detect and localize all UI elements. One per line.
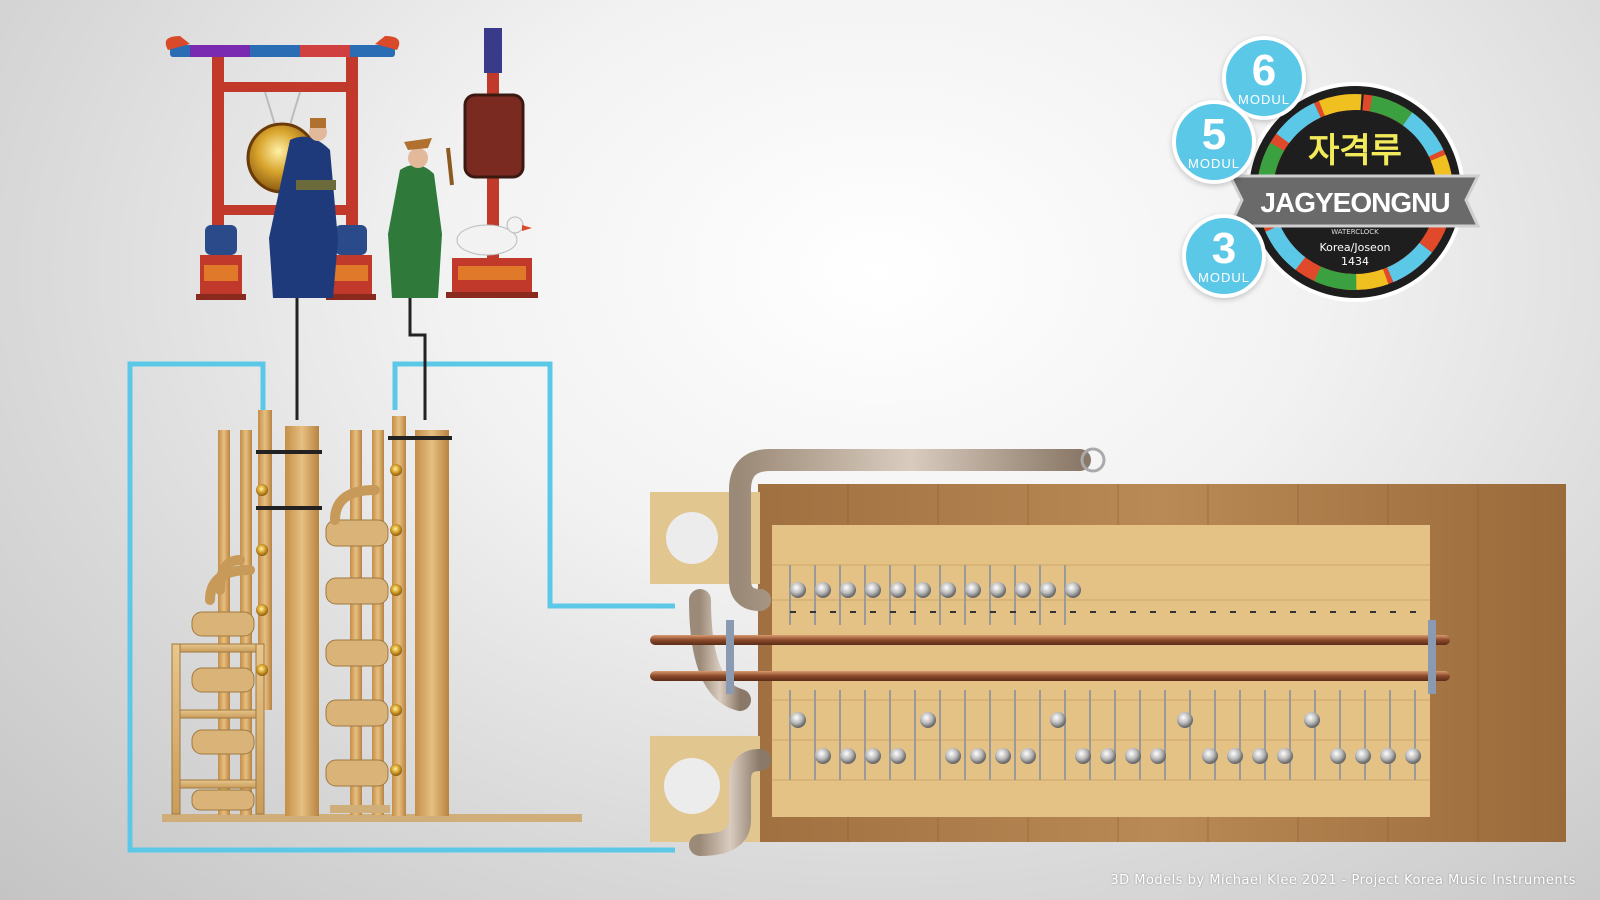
- curved-pipes: [689, 449, 1091, 856]
- tower-balls: [256, 464, 402, 776]
- drum-icon: [446, 28, 538, 298]
- logo: 자격루 JAGYEONGNU WATERCLOCK Korea/Joseon 1…: [1227, 82, 1481, 302]
- module-number: 6: [1251, 46, 1277, 95]
- lower-cage: [171, 643, 265, 815]
- balls-top-row: [790, 582, 1081, 598]
- module-badge-5: 5 MODUL: [1172, 100, 1256, 184]
- selector-rods: [789, 565, 1416, 780]
- module-number: 5: [1201, 110, 1227, 159]
- lion-base-left: [196, 225, 246, 300]
- lion-base-right: [326, 225, 376, 300]
- balls-bottom-row: [815, 748, 1421, 764]
- tower-pipes: [205, 485, 380, 605]
- tower-blocks: [191, 519, 389, 811]
- connector-lines: [127, 361, 675, 853]
- logo-subtitle: WATERCLOCK: [1331, 228, 1379, 236]
- footer-credit: 3D Models by Michael Klee 2021 - Project…: [1110, 873, 1576, 888]
- figure-rods: [295, 298, 427, 420]
- module-label: MODUL: [1198, 270, 1250, 285]
- module-label: MODUL: [1188, 156, 1240, 171]
- figure-blue-icon: [269, 118, 338, 298]
- module-label: MODUL: [1238, 92, 1290, 107]
- module-badge-3: 3 MODUL: [1182, 214, 1266, 298]
- balls-middle-row: [790, 712, 1320, 728]
- tower-mechanism: [162, 410, 582, 822]
- bird-icon: [456, 216, 532, 256]
- logo-korean-title: 자격루: [1308, 131, 1402, 171]
- horizontal-mechanism: [650, 447, 1566, 856]
- logo-origin: Korea/Joseon: [1319, 241, 1390, 254]
- module-number: 3: [1211, 224, 1237, 273]
- connector-right: [392, 361, 675, 609]
- drum-base: [446, 258, 538, 298]
- logo-title: JAGYEONGNU: [1260, 187, 1449, 218]
- figure-green-icon: [388, 138, 454, 298]
- connector-left: [127, 361, 675, 853]
- logo-year: 1434: [1341, 255, 1369, 268]
